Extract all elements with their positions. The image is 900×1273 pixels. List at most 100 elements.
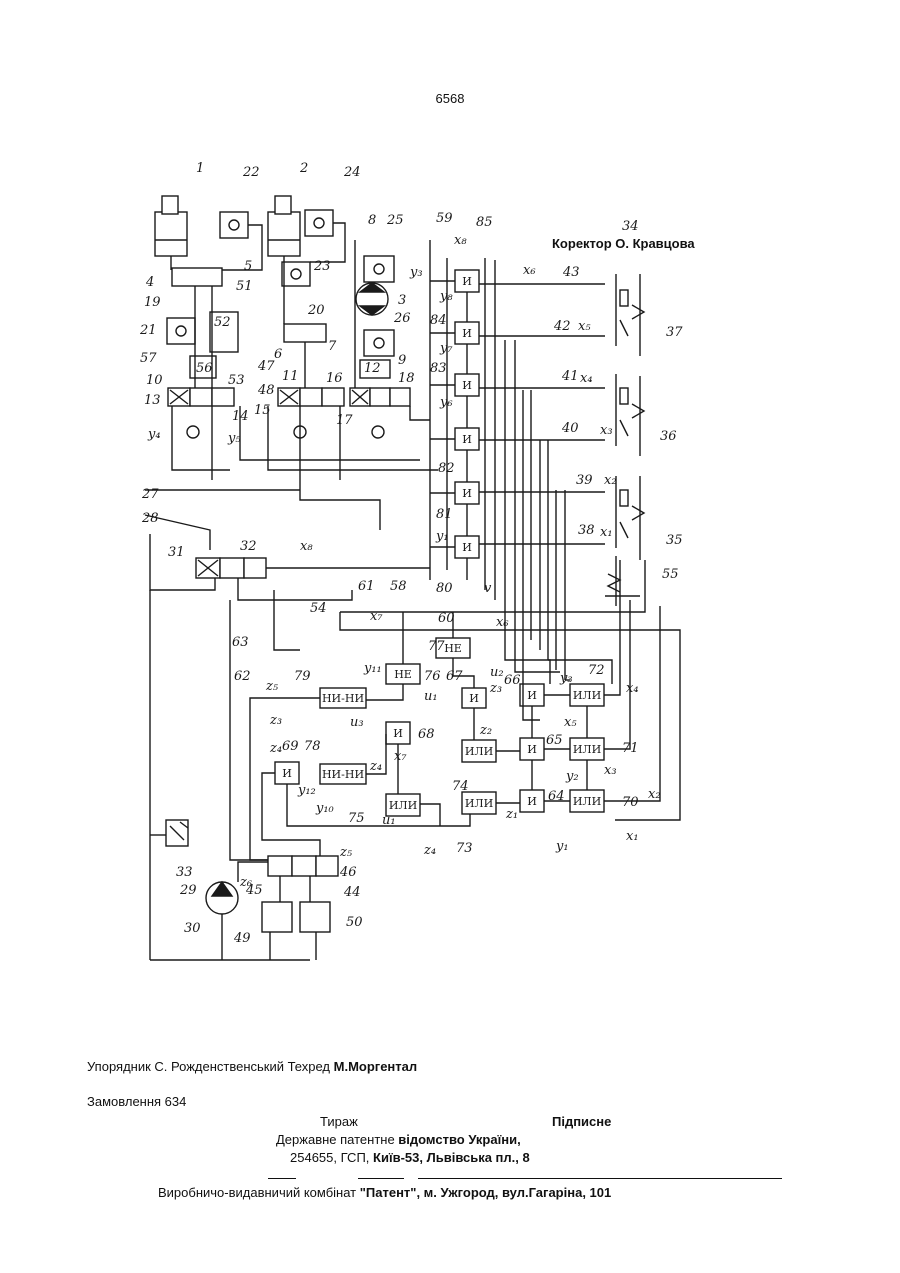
ref-62: 62 (234, 669, 251, 684)
sig-y6: y₆ (439, 395, 453, 410)
ref-83: 83 (430, 361, 447, 376)
and-85-label: И (462, 275, 472, 288)
nor-79-label: НИ-НИ (322, 692, 364, 705)
ref-44: 44 (343, 885, 361, 900)
ref-33: 33 (176, 865, 193, 880)
ref-81: 81 (436, 507, 453, 522)
sig-u2: u₂ (490, 665, 504, 680)
ref-4: 4 (145, 275, 154, 290)
and-82a-label: И (462, 433, 472, 446)
ref-69: 69 (282, 739, 299, 754)
or-73-label: ИЛИ (465, 797, 493, 810)
sig-x5: x₅ (578, 319, 591, 334)
sig-y3-lower: y₃ (559, 671, 573, 686)
address-line: 254655, ГСП, Київ-53, Львівська пл., 8 (290, 1150, 530, 1165)
ref-19: 19 (144, 295, 161, 310)
ref-6: 6 (274, 347, 282, 362)
ref-52: 52 (214, 315, 231, 330)
ref-12: 12 (364, 361, 381, 376)
and-82-label: И (462, 487, 472, 500)
ref-75: 75 (348, 811, 365, 826)
check-valve-21 (167, 318, 195, 344)
sig-x8-top: x₈ (454, 233, 467, 248)
sig-z4-a: z₄ (369, 759, 382, 774)
sig-z6-a: z₅ (265, 679, 279, 694)
ref-50: 50 (346, 915, 363, 930)
sig-z5: z₅ (339, 845, 353, 860)
sig-y10: y₁₀ (315, 801, 335, 816)
sig-y12: y₁₂ (297, 783, 316, 798)
ref-40: 40 (561, 421, 579, 436)
ref-67: 67 (446, 669, 463, 684)
ref-39: 39 (576, 473, 593, 488)
ref-30: 30 (184, 921, 201, 936)
ref-59: 59 (436, 211, 453, 226)
ref-66: 66 (504, 673, 521, 688)
sig-u3: u₃ (350, 715, 364, 730)
ref-57: 57 (140, 351, 157, 366)
compiler-line: Упорядник С. Рожденственський Техред М.М… (87, 1059, 417, 1074)
and-68-label: И (393, 727, 403, 740)
ref-38: 38 (578, 523, 595, 538)
ref-78: 78 (304, 739, 321, 754)
sig-y4: y₄ (147, 427, 161, 442)
and-69-label: И (282, 767, 292, 780)
ref-17: 17 (336, 413, 353, 428)
ref-70: 70 (622, 795, 639, 810)
sig-z4-b: z₄ (423, 843, 436, 858)
sig-y1: y₁ (435, 529, 449, 544)
sig-x6-top: x₆ (523, 263, 536, 278)
ref-28: 28 (141, 511, 159, 526)
ref-56: 56 (196, 361, 213, 376)
ref-72: 72 (588, 663, 605, 678)
or-70-label: ИЛИ (573, 795, 601, 808)
ref-29: 29 (179, 883, 197, 898)
sig-y3-top: y₃ (409, 265, 423, 280)
ref-18: 18 (398, 371, 415, 386)
ref-68: 68 (418, 727, 435, 742)
sig-x5-lower: x₅ (564, 715, 577, 730)
ref-37: 37 (666, 325, 683, 340)
ref-61: 61 (358, 579, 375, 594)
ref-54: 54 (310, 601, 327, 616)
and-66-label: И (527, 689, 537, 702)
ref-24: 24 (343, 165, 361, 180)
sig-u1-b: u₁ (382, 813, 396, 828)
and-84-label: И (462, 327, 472, 340)
ref-3: 3 (398, 293, 406, 308)
check-valve-24 (305, 210, 333, 236)
plant-plain: Виробничо-видавничий комбінат (158, 1185, 360, 1200)
agency-plain: Державне патентне (276, 1132, 398, 1147)
ref-27: 27 (141, 487, 159, 502)
ref-9: 9 (398, 353, 406, 368)
sig-y8: y₈ (439, 289, 453, 304)
sig-x4: x₄ (580, 371, 593, 386)
ref-11: 11 (282, 369, 299, 384)
ref-21: 21 (139, 323, 157, 338)
nor-78-label: НИ-НИ (322, 768, 364, 781)
agency-bold: відомство України, (398, 1132, 520, 1147)
ref-35: 35 (666, 533, 683, 548)
sig-x1-lower: x₁ (626, 829, 639, 844)
divider-short-1 (268, 1178, 296, 1179)
sig-y11: y₁₁ (363, 661, 382, 676)
ref-47: 47 (257, 359, 275, 374)
distributor-11 (278, 388, 344, 406)
corrector-credit: Коректор О. Кравцова (552, 236, 695, 251)
sig-z5-b: z₃ (269, 713, 282, 728)
ref-20: 20 (307, 303, 325, 318)
sig-x8-mid: x₈ (300, 539, 313, 554)
sig-y1-lower: y₁ (555, 839, 569, 854)
sig-x7: x₇ (370, 609, 383, 624)
ref-60: 60 (438, 611, 455, 626)
ref-16: 16 (326, 371, 343, 386)
ref-84: 84 (430, 313, 447, 328)
ref-79: 79 (294, 669, 311, 684)
ref-63: 63 (232, 635, 249, 650)
sig-x2: x₂ (604, 473, 617, 488)
ref-43: 43 (562, 265, 580, 280)
divider-short-2 (358, 1178, 404, 1179)
techred-name: М.Моргентал (334, 1059, 418, 1074)
sig-x3-lower: x₃ (604, 763, 617, 778)
